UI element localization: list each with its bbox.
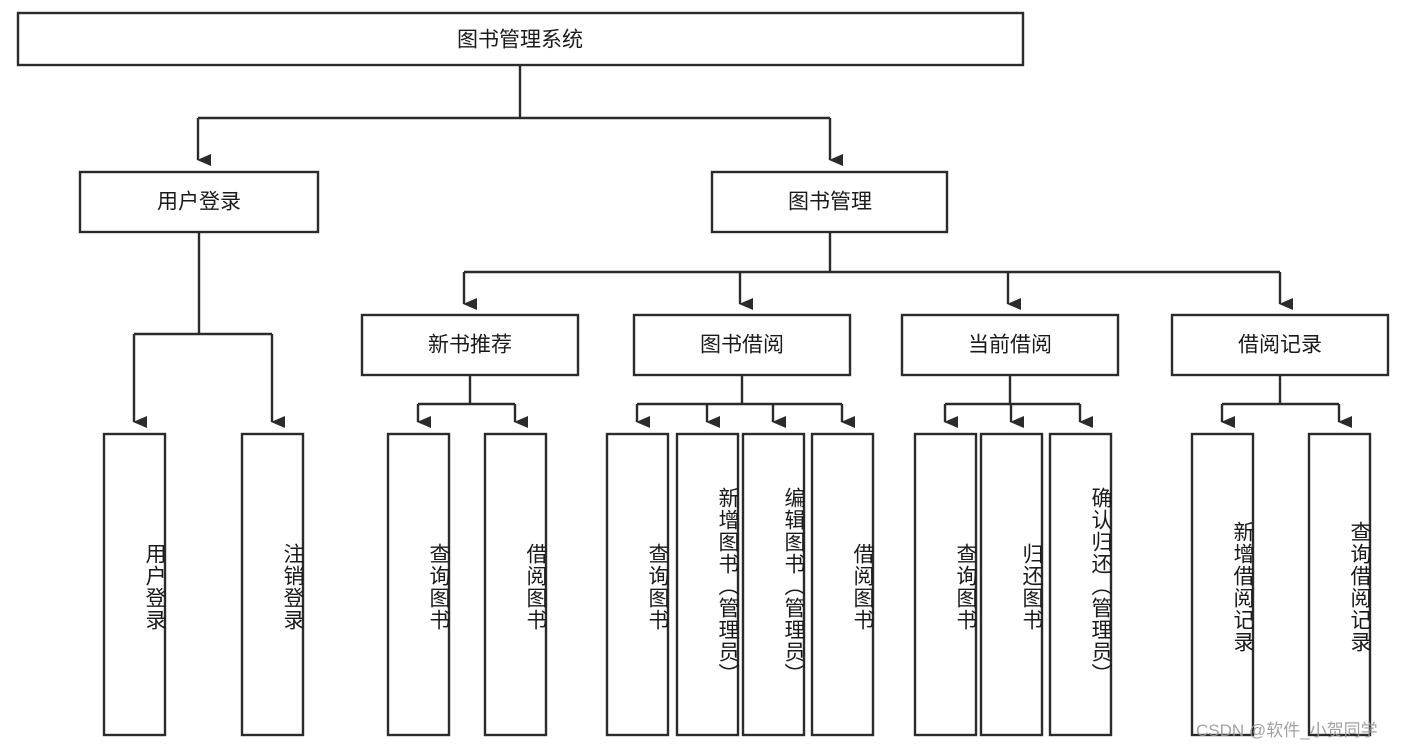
node-root-label: 图书管理系统: [457, 29, 583, 52]
node-root-system[interactable]: 图书管理系统: [16, 11, 1025, 67]
connector-bookmgmt-to-level2: [462, 232, 1293, 310]
leaf-currentborrow-return[interactable]: [979, 432, 1044, 737]
connector-root-to-level1: [196, 65, 843, 166]
connector-currentborrow-to-leaves: [943, 375, 1093, 428]
node-borrow-record[interactable]: 借阅记录: [1170, 313, 1390, 377]
leaf-borrowrecord-query[interactable]: [1307, 432, 1372, 737]
node-book-borrow[interactable]: 图书借阅: [632, 313, 852, 377]
node-user-login[interactable]: 用户登录: [78, 170, 320, 234]
leaf-currentborrow-query[interactable]: [913, 432, 978, 737]
csdn-watermark: CSDN @软件_小贺同学: [1196, 721, 1378, 740]
leaf-newbook-borrow[interactable]: [483, 432, 548, 737]
leaf-user-login-login[interactable]: [102, 432, 167, 737]
leaf-bookborrow-edit[interactable]: [741, 432, 806, 737]
node-new-book-recommend[interactable]: 新书推荐: [360, 313, 580, 377]
leaf-bookborrow-query[interactable]: [605, 432, 670, 737]
connector-bookborrow-to-leaves: [635, 375, 855, 428]
leaf-user-login-logout[interactable]: [240, 432, 305, 737]
leaf-borrowrecord-add[interactable]: [1190, 432, 1255, 737]
node-book-borrow-label: 图书借阅: [700, 334, 784, 357]
node-book-management-label: 图书管理: [788, 191, 872, 214]
node-current-borrow[interactable]: 当前借阅: [900, 313, 1120, 377]
leaf-bookborrow-borrow[interactable]: [810, 432, 875, 737]
node-current-borrow-label: 当前借阅: [968, 334, 1052, 357]
leaf-newbook-query[interactable]: [386, 432, 451, 737]
node-new-book-recommend-label: 新书推荐: [428, 334, 512, 357]
node-book-management[interactable]: 图书管理: [710, 170, 949, 234]
connector-newbook-to-leaves: [416, 375, 528, 428]
leaf-bookborrow-add[interactable]: [675, 432, 740, 737]
connector-borrowrecord-to-leaves: [1220, 375, 1352, 428]
connector-userlogin-to-leaves: [132, 232, 285, 428]
node-borrow-record-label: 借阅记录: [1238, 334, 1322, 357]
leaf-currentborrow-confirm[interactable]: [1048, 432, 1113, 737]
node-user-login-label: 用户登录: [157, 191, 241, 214]
